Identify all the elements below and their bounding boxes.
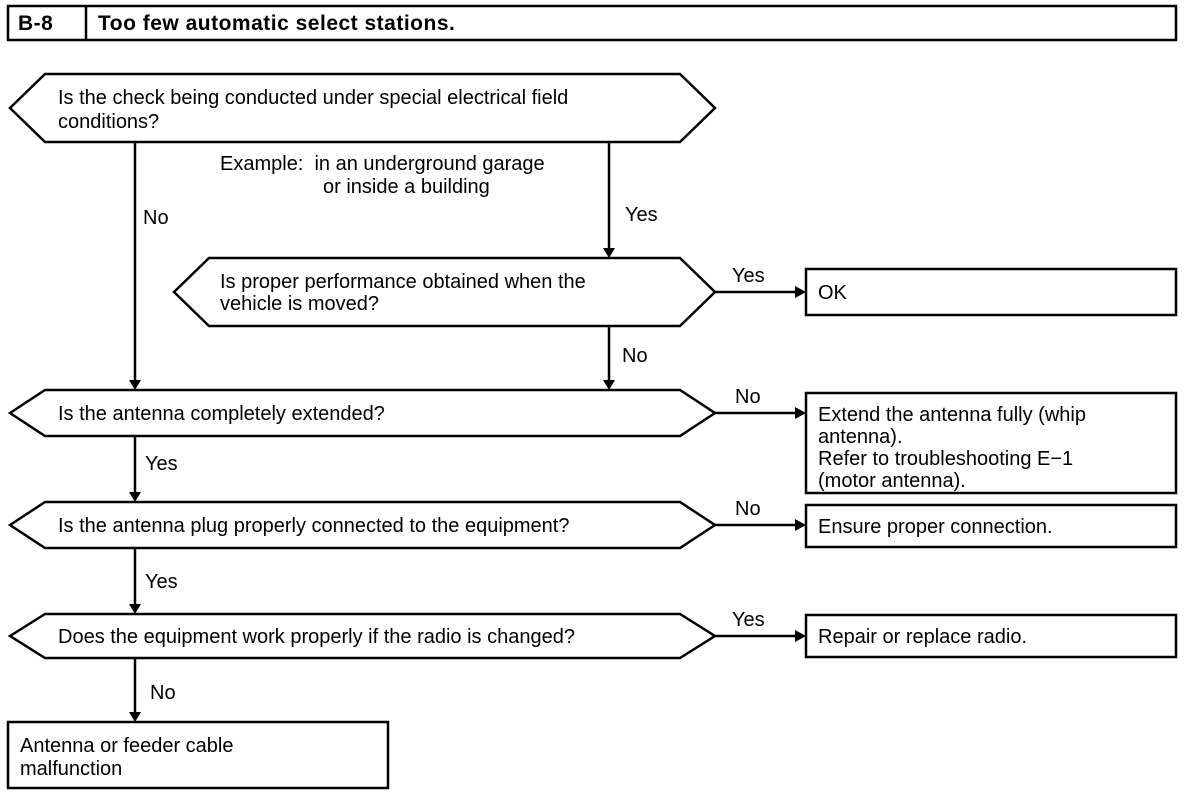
- decision-q2-line2: vehicle is moved?: [220, 293, 379, 315]
- edge-q1-no-label: No: [143, 207, 169, 229]
- decision-q3: Is the antenna completely extended?: [7, 388, 718, 438]
- edge-q4-yes-label: Yes: [145, 571, 178, 593]
- result-extend-line3: Refer to troubleshooting E−1: [818, 448, 1073, 470]
- decision-q1: Is the check being conducted under speci…: [8, 72, 717, 144]
- edge-q5-yes: Yes: [715, 609, 806, 642]
- edge-q2-yes-arrowhead: [795, 286, 806, 298]
- result-extend-line2: antenna).: [818, 426, 903, 448]
- edge-q5-yes-arrowhead: [795, 630, 806, 642]
- result-cable-line1: Antenna or feeder cable: [20, 735, 234, 757]
- result-extend-line4: (motor antenna).: [818, 470, 966, 492]
- decision-q4-text: Is the antenna plug properly connected t…: [58, 515, 569, 537]
- edge-q1-yes: Yes: [603, 142, 658, 258]
- edge-q3-no-arrowhead: [795, 407, 806, 419]
- edge-q3-yes-arrowhead: [129, 492, 141, 502]
- header-box: [6, 4, 1178, 42]
- result-repair-text: Repair or replace radio.: [818, 626, 1027, 648]
- result-extend: Extend the antenna fully (whip antenna).…: [804, 391, 1178, 495]
- header-title: Too few automatic select stations.: [98, 12, 455, 35]
- edge-q3-yes: Yes: [129, 436, 178, 502]
- result-extend-line1: Extend the antenna fully (whip: [818, 404, 1086, 426]
- result-cable: Antenna or feeder cable malfunction: [6, 720, 390, 790]
- edge-q1-no: No: [129, 142, 169, 390]
- edge-q4-yes-arrowhead: [129, 604, 141, 614]
- edge-q4-yes: Yes: [129, 548, 178, 614]
- decision-q2: Is proper performance obtained when the …: [172, 256, 717, 328]
- result-repair-box: [804, 613, 1178, 659]
- result-cable-line2: malfunction: [20, 758, 122, 780]
- decision-q1-shape: [8, 72, 717, 144]
- edge-q5-yes-label: Yes: [732, 609, 765, 631]
- edge-q4-no-arrowhead: [795, 519, 806, 531]
- result-connect-box: [804, 503, 1178, 549]
- edge-q3-no-label: No: [735, 386, 761, 408]
- decision-q5-text: Does the equipment work properly if the …: [58, 626, 575, 648]
- decision-q1-line1: Is the check being conducted under speci…: [58, 87, 568, 109]
- result-extend-box: [804, 391, 1178, 495]
- edge-q2-no-label: No: [622, 345, 648, 367]
- header: B-8 Too few automatic select stations.: [6, 4, 1178, 42]
- result-cable-box: [6, 720, 390, 790]
- result-ok-box: [804, 267, 1178, 317]
- edge-q5-no-label: No: [150, 682, 176, 704]
- result-ok: OK: [804, 267, 1178, 317]
- result-connect: Ensure proper connection.: [804, 503, 1178, 549]
- edge-q4-no-label: No: [735, 498, 761, 520]
- edge-q4-no: No: [715, 498, 806, 531]
- decision-q1-line2: conditions?: [58, 111, 159, 133]
- header-code: B-8: [18, 12, 53, 35]
- edge-q5-no: No: [129, 658, 176, 722]
- result-ok-text: OK: [818, 282, 848, 304]
- decision-q5: Does the equipment work properly if the …: [7, 612, 718, 660]
- decision-q2-line1: Is proper performance obtained when the: [220, 271, 586, 293]
- edge-q2-yes: Yes: [715, 265, 806, 298]
- edge-q3-no: No: [715, 386, 806, 419]
- example-line1: Example: in an underground garage: [220, 153, 545, 175]
- result-connect-text: Ensure proper connection.: [818, 516, 1053, 538]
- example-line2: or inside a building: [323, 176, 490, 198]
- result-repair: Repair or replace radio.: [804, 613, 1178, 659]
- edge-q2-no-arrowhead: [603, 380, 615, 390]
- edge-q5-no-arrowhead: [129, 712, 141, 722]
- edge-q3-yes-label: Yes: [145, 453, 178, 475]
- edge-q1-yes-arrowhead: [603, 248, 615, 258]
- edge-q1-no-arrowhead: [129, 380, 141, 390]
- example-note: Example: in an underground garage or ins…: [220, 153, 545, 198]
- edge-q1-yes-label: Yes: [625, 204, 658, 226]
- edge-q2-yes-label: Yes: [732, 265, 765, 287]
- decision-q3-text: Is the antenna completely extended?: [58, 403, 385, 425]
- edge-q2-no: No: [603, 326, 648, 390]
- decision-q4: Is the antenna plug properly connected t…: [7, 500, 718, 550]
